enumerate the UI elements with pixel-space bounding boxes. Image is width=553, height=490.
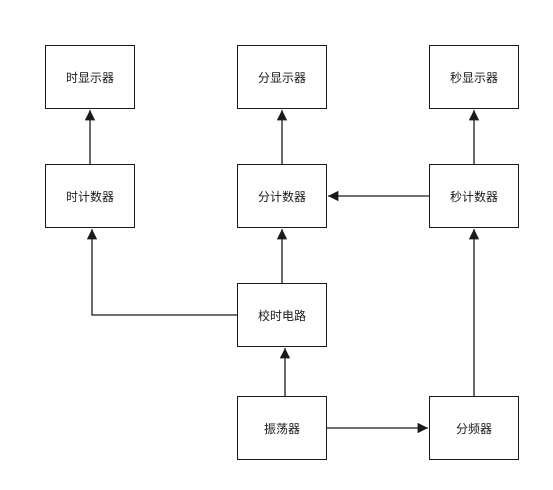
- oscillator-node: 振荡器: [237, 396, 327, 460]
- frequency-divider-label: 分频器: [455, 421, 492, 436]
- hour-counter-label: 时计数器: [65, 189, 114, 204]
- hour-display-node: 时显示器: [45, 45, 135, 109]
- second-display-label: 秒显示器: [449, 70, 498, 85]
- time-adjust-circuit-label: 校时电路: [257, 308, 306, 323]
- minute-display-label: 分显示器: [257, 70, 306, 85]
- second-counter-label: 秒计数器: [449, 189, 498, 204]
- minute-counter-label: 分计数器: [257, 189, 306, 204]
- hour-counter-node: 时计数器: [45, 164, 135, 228]
- hour-display-label: 时显示器: [65, 70, 114, 85]
- time-adjust-circuit-node: 校时电路: [237, 283, 327, 347]
- minute-display-node: 分显示器: [237, 45, 327, 109]
- frequency-divider-node: 分频器: [429, 396, 519, 460]
- second-display-node: 秒显示器: [429, 45, 519, 109]
- minute-counter-node: 分计数器: [237, 164, 327, 228]
- oscillator-label: 振荡器: [263, 421, 300, 436]
- edge-adjust-to-hour-counter: [86, 229, 237, 316]
- second-counter-node: 秒计数器: [429, 164, 519, 228]
